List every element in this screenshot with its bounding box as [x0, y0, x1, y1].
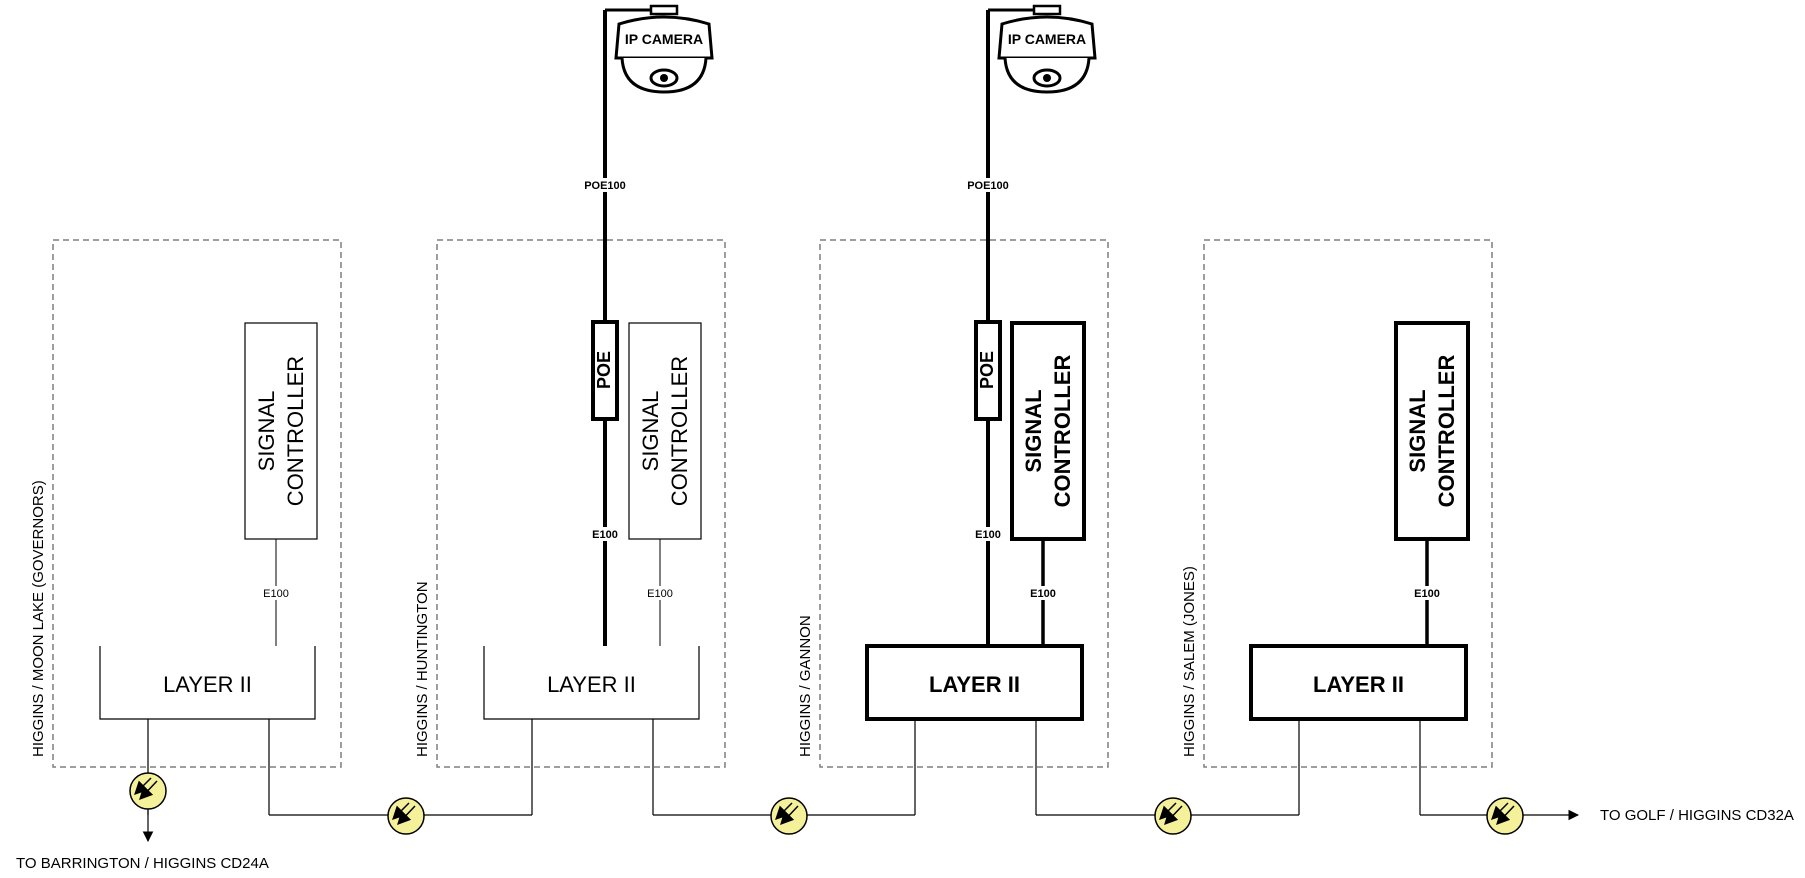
controller-link-label-bg	[644, 586, 676, 600]
site-name-label: HIGGINS / MOON LAKE (GOVERNORS)	[30, 480, 47, 757]
signal-controller	[628, 322, 702, 540]
layer2-switch	[1249, 644, 1468, 721]
wireless-radio-icon	[129, 772, 167, 810]
poe-injector-label: POE	[594, 351, 614, 389]
poe-link-label-bg	[589, 527, 621, 541]
signal-controller-label-line2: CONTROLLER	[667, 356, 692, 506]
site-1: HIGGINS / MOON LAKE (GOVERNORS) LAYER II S…	[30, 239, 342, 815]
signal-controller-label-line1: SIGNAL	[1405, 389, 1430, 472]
radio-bolt-1	[1496, 805, 1515, 825]
controller-link-label: E100	[1030, 588, 1056, 600]
radio-bolt-1	[139, 780, 158, 800]
signal-controller	[1394, 321, 1470, 541]
controller-link-label: E100	[647, 588, 673, 600]
layer2-switch-label: LAYER II	[1313, 672, 1404, 697]
wireless-radio-icon	[387, 797, 425, 835]
site-name-label: HIGGINS / HUNTINGTON	[414, 581, 431, 757]
radio-bolt-2	[134, 777, 152, 795]
signal-controller-label-line1: SIGNAL	[638, 391, 663, 472]
camera-mount	[1032, 4, 1062, 16]
signal-controller-label-line2: CONTROLLER	[1050, 355, 1075, 508]
wireless-radio-icon	[1486, 797, 1524, 835]
site-boundary	[436, 239, 726, 768]
endpoint-left-label: TO BARRINGTON / HIGGINS CD24A	[16, 855, 269, 872]
radio-bolt-2	[1159, 802, 1177, 820]
poe-link-label: E100	[592, 529, 618, 541]
camera-housing	[614, 15, 714, 60]
signal-controller-label-line1: SIGNAL	[254, 391, 279, 472]
endpoint-right-label: TO GOLF / HIGGINS CD32A	[1600, 807, 1794, 824]
layer2-switch	[99, 646, 316, 720]
camera-housing	[997, 15, 1097, 60]
camera-label: IP CAMERA	[625, 31, 703, 47]
poe-injector-label: POE	[977, 351, 997, 389]
radio-bolt-1	[780, 805, 799, 825]
ip-camera: IP CAMERA	[614, 4, 714, 94]
poe-injector	[974, 320, 1002, 421]
controller-link-label-bg	[260, 586, 292, 600]
poe-injector	[591, 320, 619, 421]
signal-controller-label-line1: SIGNAL	[1021, 389, 1046, 472]
camera-lens-center	[660, 74, 668, 82]
camera-mount	[649, 4, 679, 16]
layer2-switch-label: LAYER II	[929, 672, 1020, 697]
poe-link-label-bg	[972, 527, 1004, 541]
poe-link-label: E100	[975, 529, 1001, 541]
signal-controller	[244, 322, 318, 540]
radio-bolt-1	[1164, 805, 1183, 825]
signal-controller-label-line2: CONTROLLER	[1434, 355, 1459, 508]
radio-bolt-1	[397, 805, 416, 825]
site-name-label: HIGGINS / SALEM (JONES)	[1181, 566, 1198, 757]
signal-controller-label-line2: CONTROLLER	[283, 356, 308, 506]
layer2-switch-label: LAYER II	[547, 672, 636, 697]
camera-label: IP CAMERA	[1008, 31, 1086, 47]
camera-cable-label: POE100	[584, 180, 626, 192]
ip-camera: IP CAMERA	[997, 4, 1097, 94]
camera-cable-label-bg	[583, 178, 627, 192]
controller-link-label: E100	[1414, 588, 1440, 600]
camera-lens-center	[1043, 74, 1051, 82]
wireless-radio-icon	[770, 797, 808, 835]
radio-bolt-2	[775, 802, 793, 820]
camera-cable-label: POE100	[967, 180, 1009, 192]
site-boundary	[819, 239, 1109, 768]
controller-link-label-bg	[1027, 586, 1059, 600]
radio-bolt-2	[1491, 802, 1509, 820]
site-boundary	[1203, 239, 1493, 768]
site-name-label: HIGGINS / GANNON	[797, 615, 814, 757]
controller-link-label-bg	[1411, 586, 1443, 600]
signal-controller	[1010, 321, 1086, 541]
wireless-radio-icon	[1154, 797, 1192, 835]
layer2-switch	[865, 644, 1084, 721]
camera-cable-label-bg	[966, 178, 1010, 192]
radio-bolt-2	[392, 802, 410, 820]
trunk-links	[142, 790, 1580, 843]
layer2-switch	[483, 646, 700, 720]
layer2-switch-label: LAYER II	[163, 672, 252, 697]
controller-link-label: E100	[263, 588, 289, 600]
site-boundary	[52, 239, 342, 768]
